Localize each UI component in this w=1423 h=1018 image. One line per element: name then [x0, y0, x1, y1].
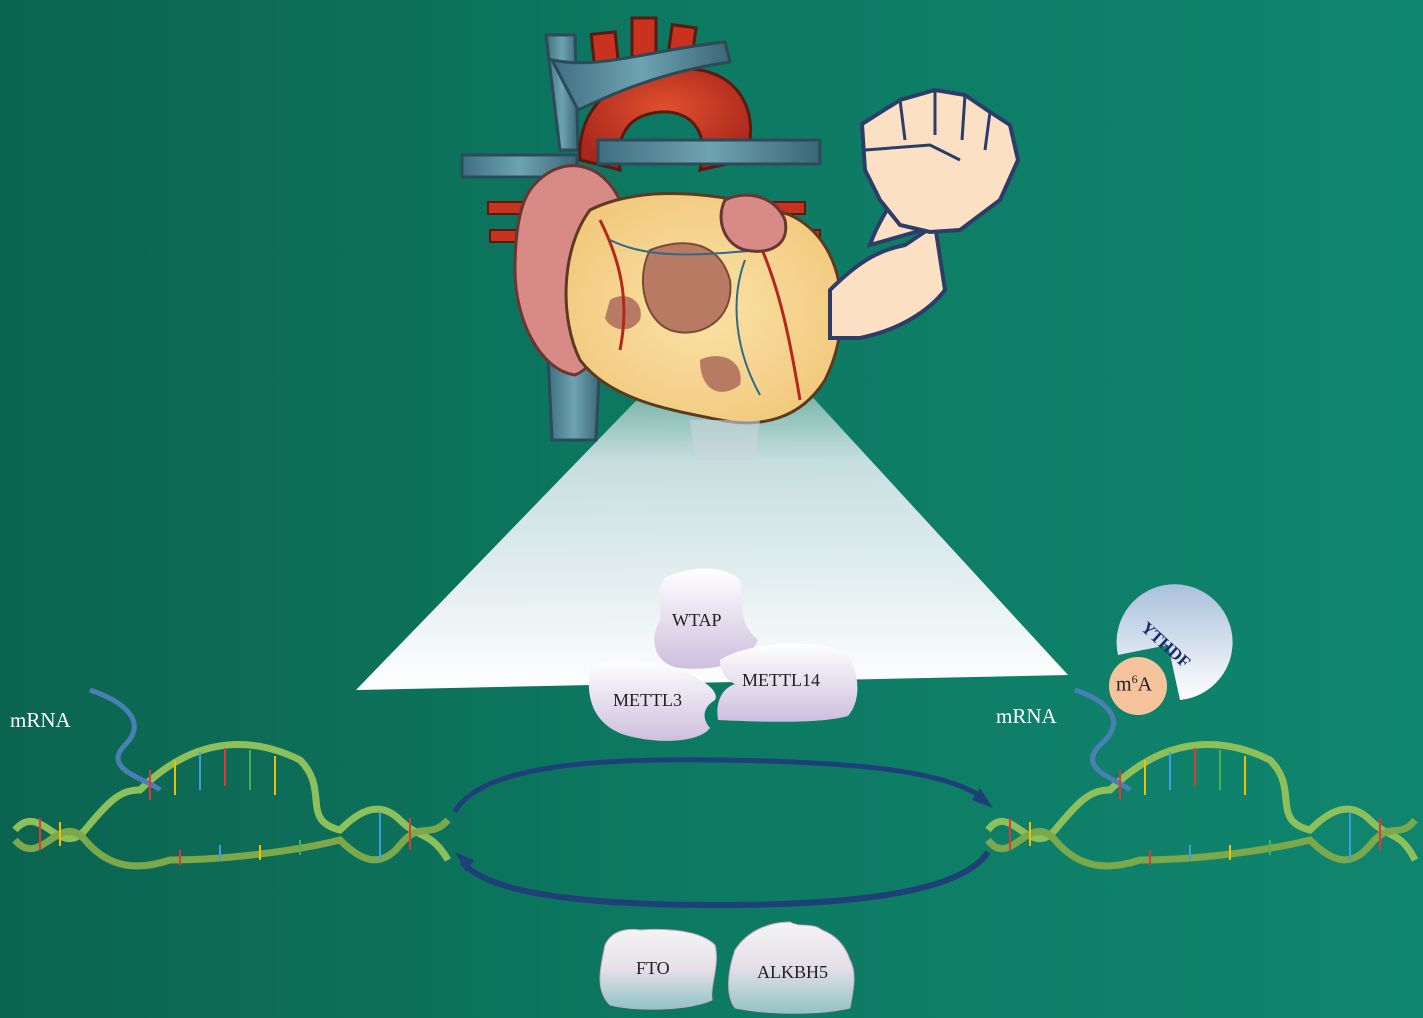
mettl3-label: METTL3	[613, 690, 682, 711]
alkbh5-label: ALKBH5	[757, 962, 828, 983]
m6a-label: m6A	[1116, 672, 1152, 697]
fist-arm-illustration	[830, 90, 1018, 338]
m6a-letter: A	[1138, 674, 1152, 696]
dna-helix-left	[15, 690, 448, 866]
heart-illustration	[462, 18, 842, 460]
mrna-left-label: mRNA	[10, 708, 71, 733]
fto-label: FTO	[636, 958, 670, 979]
erasing-arrow	[462, 852, 988, 905]
mrna-right-label: mRNA	[996, 704, 1057, 729]
m6a-base: m	[1116, 674, 1132, 696]
wtap-label: WTAP	[672, 610, 722, 631]
writing-arrow	[455, 760, 985, 812]
mettl14-label: METTL14	[742, 670, 820, 691]
